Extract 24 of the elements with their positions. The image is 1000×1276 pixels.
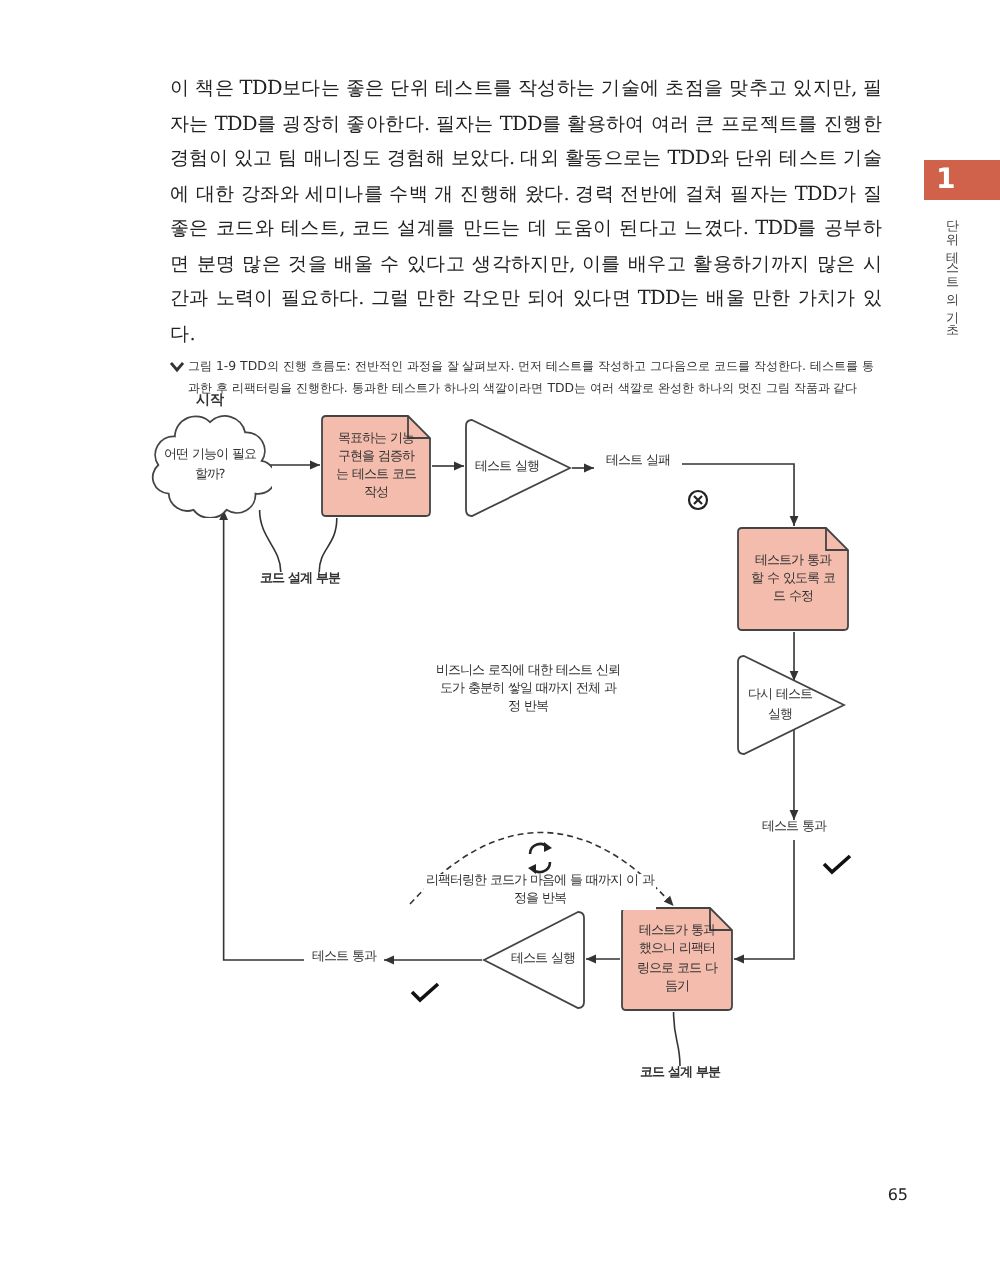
document-shape <box>320 414 432 518</box>
arrow <box>383 955 483 965</box>
arrow <box>789 728 799 821</box>
arrow <box>269 460 321 470</box>
arrow <box>571 463 595 473</box>
process-triangle <box>482 910 586 1010</box>
page-number: 65 <box>885 1186 908 1204</box>
leader-line <box>258 509 282 573</box>
arrow <box>219 509 305 961</box>
arrow <box>789 631 799 682</box>
arrow <box>409 831 675 907</box>
arrow <box>681 463 799 527</box>
document-shape <box>736 526 850 632</box>
chapter-tab: 1 <box>924 160 1000 200</box>
arrow <box>585 954 621 964</box>
start-cloud <box>148 392 272 518</box>
leader-line <box>318 517 338 573</box>
arrow <box>733 839 795 964</box>
arrow <box>431 461 465 471</box>
process-triangle <box>464 418 572 518</box>
body-paragraph: 이 책은 TDD보다는 좋은 단위 테스트를 작성하는 기술에 초점을 맞추고 있지만, 필자는 TDD를 굉장히 좋아한다. 필자는 TDD를 활용하여 여러 큰 프로젝트를 진행한 경험이 있고 팀 매니징도 경험해 보았다. 대외 활동으로는 TDD와 단위 테스트 기술에 대한 강좌와 세미나를 수백 개 진행해 왔다. 경력 전반에 걸쳐 필자는 TDD가 질 좋은 코드와 테스트, 코드 설계를 만드는 데 도움이 된다고 느꼈다. TDD를 공부하면 분명 많은 것을 배울 수 있다고 생각하지만, 이를 배우고 활용하기까지 많은 시간과 노력이 필요하다. 그럴 만한 각오만 되어 있다면 TDD는 배울 만한 가치가 있다. <box>170 76 882 349</box>
document-shape <box>620 906 734 1012</box>
leader-line <box>672 1011 681 1067</box>
process-triangle <box>736 654 846 756</box>
